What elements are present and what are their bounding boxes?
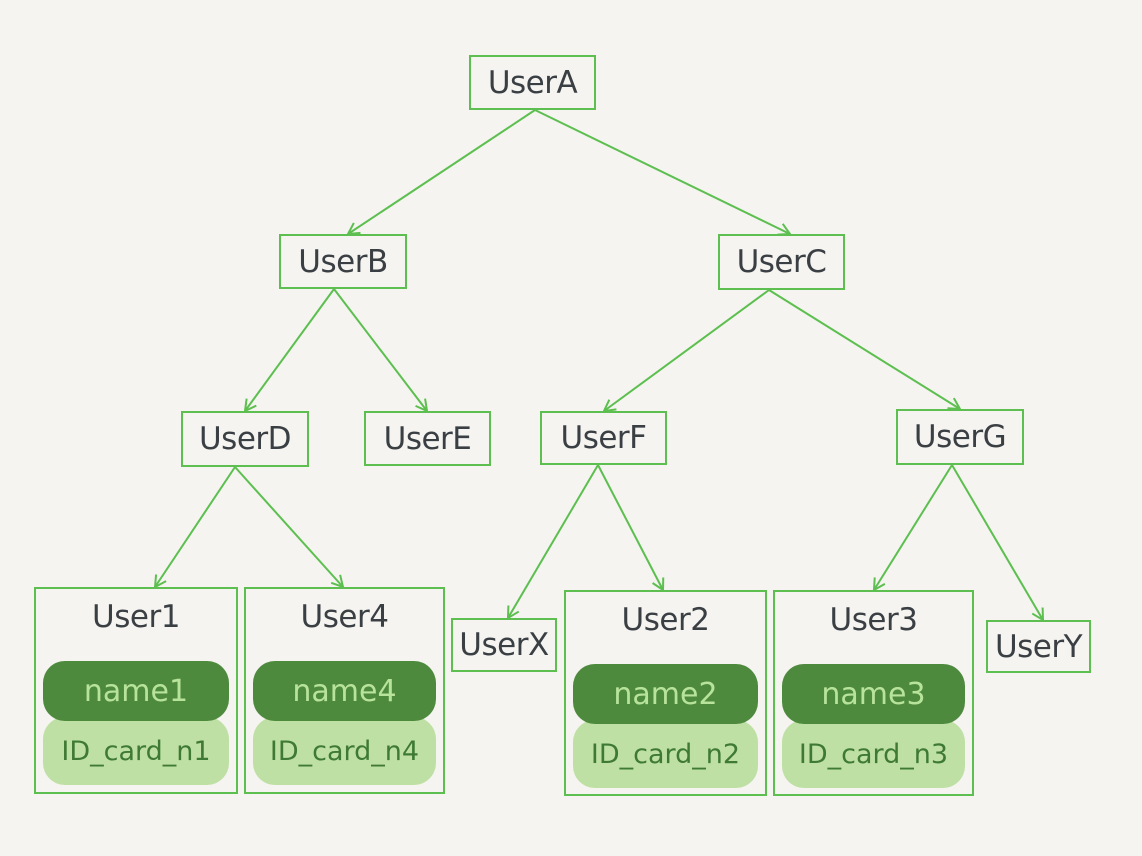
leaf-user-2: User2 ID_card_n2 name2 [564, 590, 767, 796]
edge-a-c [534, 109, 790, 234]
leaf-user-1: User1 ID_card_n1 name1 [34, 587, 238, 794]
node-user-y: UserY [986, 620, 1091, 673]
edge-b-e [333, 288, 427, 411]
id-card-cell: ID_card_n4 [253, 717, 436, 785]
node-label: UserC [736, 244, 827, 280]
node-user-e: UserE [364, 411, 491, 466]
leaf-user-3: User3 ID_card_n3 name3 [773, 590, 974, 796]
node-user-g: UserG [896, 409, 1024, 465]
node-user-b: UserB [279, 234, 407, 289]
node-user-f: UserF [540, 411, 667, 465]
edge-a-b [348, 109, 536, 234]
node-label: UserF [560, 420, 648, 456]
id-card-cell: ID_card_n3 [782, 720, 965, 788]
leaf-user-4: User4 ID_card_n4 name4 [244, 587, 445, 794]
node-label: UserG [913, 419, 1007, 455]
node-user-a: UserA [469, 55, 596, 110]
node-label: UserB [298, 243, 388, 280]
node-label: UserX [459, 627, 549, 663]
edge-b-d [245, 288, 335, 411]
leaf-title: User3 [829, 602, 918, 638]
node-user-c: UserC [718, 234, 845, 290]
node-label: UserE [383, 420, 472, 457]
edge-g-y [951, 464, 1043, 620]
node-user-x: UserX [451, 618, 557, 672]
id-card-cell: ID_card_n1 [43, 717, 229, 785]
name-cell: name3 [782, 664, 965, 724]
node-label: UserY [994, 628, 1083, 665]
node-user-d: UserD [181, 411, 309, 467]
edge-c-g [768, 289, 960, 409]
edge-g-3 [874, 464, 953, 590]
edge-c-f [604, 289, 770, 411]
leaf-title: User4 [300, 599, 389, 635]
edge-d-1 [155, 466, 236, 587]
name-cell: name2 [573, 664, 758, 724]
leaf-title: User1 [92, 599, 180, 635]
edge-d-4 [234, 466, 343, 587]
node-label: UserA [487, 64, 578, 101]
leaf-title: User2 [621, 602, 710, 638]
edge-f-2 [597, 464, 663, 590]
name-cell: name4 [253, 661, 436, 721]
id-card-cell: ID_card_n2 [573, 720, 758, 788]
node-label: UserD [198, 421, 292, 457]
name-cell: name1 [43, 661, 229, 721]
edge-f-x [508, 464, 599, 618]
